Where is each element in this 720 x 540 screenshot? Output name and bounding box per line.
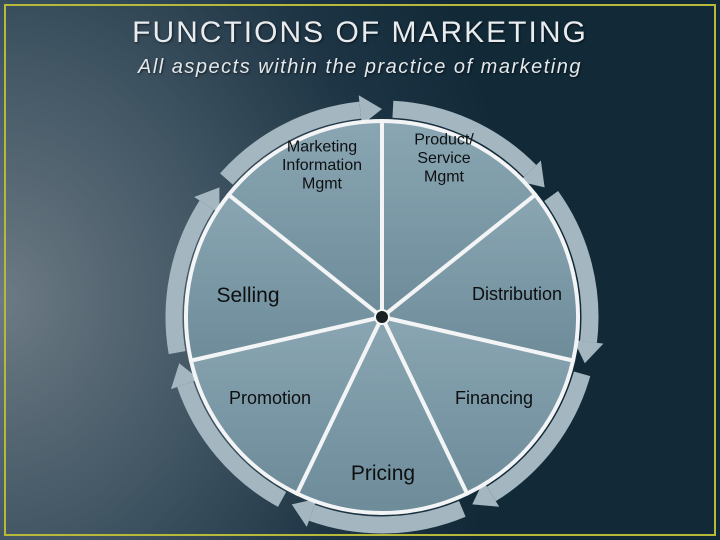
- wheel-hub: [374, 309, 390, 325]
- ring-arrow-shaft: [308, 500, 466, 534]
- ring-arrow-shaft: [220, 101, 362, 185]
- wedge-product-service-mgmt: [380, 192, 580, 363]
- label-line: Selling: [216, 284, 279, 307]
- ring-arrowhead: [519, 160, 545, 188]
- label-selling: Selling: [216, 284, 279, 307]
- label-line: Marketing: [287, 139, 357, 156]
- slide-title: FUNCTIONS OF MARKETING: [132, 16, 588, 49]
- label-line: Promotion: [229, 388, 311, 408]
- ring-arrowhead: [573, 340, 604, 364]
- ring-arrowhead: [472, 481, 500, 507]
- wedge-pricing: [188, 315, 384, 496]
- label-line: Product/: [414, 132, 474, 149]
- wedge-selling: [226, 119, 384, 319]
- label-line: Distribution: [472, 284, 562, 304]
- label-promotion: Promotion: [229, 388, 311, 408]
- wedge-financing: [294, 315, 470, 515]
- label-line: Service: [417, 150, 470, 167]
- wedge-promotion: [184, 192, 384, 363]
- arrow-ring: [165, 95, 604, 534]
- slide-frame: [4, 4, 716, 536]
- ring-arrow-shaft: [177, 381, 287, 507]
- label-pricing: Pricing: [351, 462, 415, 485]
- ring-arrowhead: [170, 363, 200, 390]
- label-line: Mgmt: [302, 175, 343, 192]
- wedge-marketing-information-mgmt: [380, 119, 538, 319]
- label-line: Financing: [455, 388, 533, 408]
- ring-arrow-shaft: [486, 371, 591, 502]
- ring-arrowhead: [194, 187, 220, 214]
- ring-arrowhead: [291, 498, 317, 527]
- ring-arrow-shaft: [544, 191, 599, 343]
- wedge-distribution: [380, 315, 576, 496]
- label-line: Information: [282, 157, 362, 174]
- label-distribution: Distribution: [472, 284, 562, 304]
- label-line: Mgmt: [424, 168, 465, 185]
- ring-arrow-shaft: [392, 100, 537, 178]
- ring-arrow-shaft: [165, 200, 214, 355]
- label-financing: Financing: [455, 388, 533, 408]
- slide-subtitle: All aspects within the practice of marke…: [138, 56, 582, 78]
- label-line: Pricing: [351, 462, 415, 485]
- wheel-wedges: [184, 119, 580, 515]
- ring-arrowhead: [358, 95, 382, 126]
